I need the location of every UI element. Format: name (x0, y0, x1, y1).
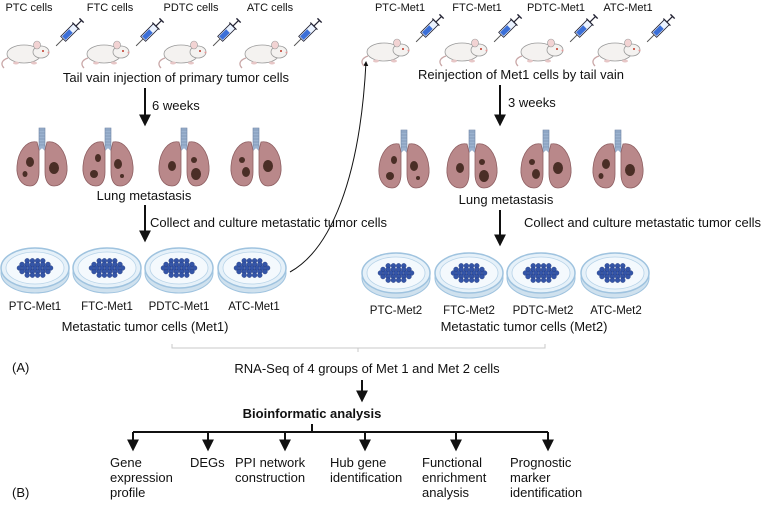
output-label-4-line-1: enrichment (422, 470, 487, 485)
left-dish-label-1: FTC-Met1 (81, 301, 133, 313)
output-label-3-line-0: Hub gene (330, 455, 386, 470)
reinjection-curve-arrow (289, 61, 369, 273)
right-mouse-1 (439, 38, 488, 67)
left-dish-0 (0, 247, 70, 294)
right-interval-text: 3 weeks (508, 95, 556, 110)
right-cell-label-2: PDTC-Met1 (527, 2, 585, 14)
left-injection-text: Tail vain injection of primary tumor cel… (63, 70, 290, 85)
left-cell-label-0: PTC cells (5, 2, 53, 14)
left-dish-2 (144, 247, 214, 294)
right-workflow: PTC-Met1 FTC-Met1 PDTC-Met1 ATC-Met1 Rei… (361, 2, 761, 334)
output-label-0-line-0: Gene (110, 455, 142, 470)
right-lung-2 (520, 129, 572, 189)
right-cell-label-1: FTC-Met1 (452, 2, 502, 14)
right-cell-label-0: PTC-Met1 (375, 2, 425, 14)
right-group-text: Metastatic tumor cells (Met2) (441, 319, 608, 334)
output-label-5-line-1: marker (510, 470, 551, 485)
left-group-text: Metastatic tumor cells (Met1) (62, 319, 229, 334)
output-label-5-line-2: identification (510, 485, 582, 500)
analysis-title: Bioinformatic analysis (243, 406, 382, 421)
right-collect-text: Collect and culture metastatic tumor cel… (524, 215, 761, 230)
left-lung-2 (158, 127, 210, 187)
output-label-1: DEGs (190, 455, 225, 470)
right-dish-label-1: FTC-Met2 (443, 305, 495, 317)
merge-bracket (171, 344, 546, 349)
left-lung-1 (82, 127, 134, 187)
right-dish-3 (580, 252, 650, 299)
output-label-2-line-0: PPI network (235, 455, 306, 470)
right-dish-label-0: PTC-Met2 (370, 305, 422, 317)
right-lung-1 (446, 129, 498, 189)
right-dish-label-3: ATC-Met2 (590, 305, 642, 317)
analysis-workflow: RNA-Seq of 4 groups of Met 1 and Met 2 c… (110, 361, 582, 500)
left-lung-0 (16, 127, 68, 187)
output-label-4-line-0: Functional (422, 455, 482, 470)
left-syringe-0 (55, 17, 85, 47)
right-lung-3 (592, 129, 644, 189)
panel-b-label: (B) (12, 485, 29, 500)
left-dish-label-2: PDTC-Met1 (149, 301, 210, 313)
right-syringe-0 (415, 13, 445, 43)
output-label-3-line-1: identification (330, 470, 402, 485)
right-syringe-2 (569, 13, 599, 43)
right-syringe-3 (646, 13, 676, 43)
rnaseq-text: RNA-Seq of 4 groups of Met 1 and Met 2 c… (234, 361, 500, 376)
left-interval-text: 6 weeks (152, 98, 200, 113)
left-collect-text: Collect and culture metastatic tumor cel… (150, 215, 387, 230)
left-cell-label-2: PDTC cells (163, 2, 219, 14)
output-label-0-line-2: profile (110, 485, 145, 500)
output-label-2-line-1: construction (235, 470, 305, 485)
left-workflow: PTC cells FTC cells PDTC cells ATC cells… (0, 2, 387, 334)
left-lung-text: Lung metastasis (97, 188, 192, 203)
output-label-1-line-0: DEGs (190, 455, 225, 470)
right-dish-1 (434, 252, 504, 299)
right-lung-0 (378, 129, 430, 189)
panel-a-label: (A) (12, 360, 29, 375)
right-mouse-0 (361, 38, 410, 67)
right-cell-label-3: ATC-Met1 (603, 2, 652, 14)
right-injection-text: Reinjection of Met1 cells by tail vain (418, 67, 624, 82)
output-label-4-line-2: analysis (422, 485, 469, 500)
left-syringe-2 (212, 17, 242, 47)
left-syringe-3 (293, 17, 323, 47)
right-mouse-3 (592, 38, 641, 67)
right-dish-2 (506, 252, 576, 299)
left-dish-label-3: ATC-Met1 (228, 301, 280, 313)
output-label-5-line-0: Prognostic (510, 455, 572, 470)
left-mouse-0 (1, 40, 50, 69)
left-dish-1 (72, 247, 142, 294)
left-dish-3 (217, 247, 287, 294)
output-label-0-line-1: expression (110, 470, 173, 485)
left-cell-label-1: FTC cells (87, 2, 134, 14)
left-lung-3 (230, 127, 282, 187)
right-mouse-2 (515, 38, 564, 67)
left-mouse-2 (158, 40, 207, 69)
left-cell-label-3: ATC cells (247, 2, 294, 14)
left-mouse-3 (239, 40, 288, 69)
right-dish-0 (361, 252, 431, 299)
right-dish-label-2: PDTC-Met2 (513, 305, 574, 317)
right-lung-text: Lung metastasis (459, 192, 554, 207)
left-mouse-1 (81, 40, 130, 69)
left-dish-label-0: PTC-Met1 (9, 301, 61, 313)
left-syringe-1 (135, 17, 165, 47)
right-syringe-1 (493, 13, 523, 43)
